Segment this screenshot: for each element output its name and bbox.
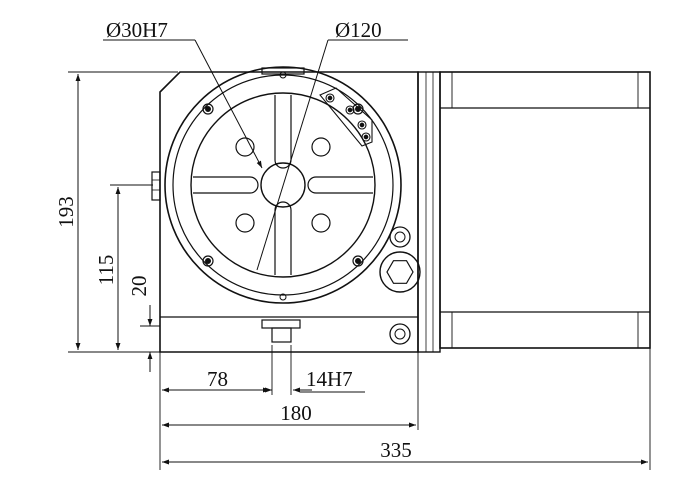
leader-lines — [103, 39, 408, 393]
center-height-label: 115 — [94, 255, 118, 286]
mount-hole — [311, 213, 331, 233]
overall-length-label: 335 — [380, 438, 412, 462]
key-offset-label: 78 — [207, 367, 228, 391]
faceplate-diameter-label: Ø120 — [335, 18, 382, 42]
bore-diameter-label: Ø30H7 — [106, 18, 168, 42]
mount-hole — [311, 137, 331, 157]
t-slot-bottom — [274, 201, 292, 275]
ring-bolts — [202, 103, 364, 267]
center-bore — [260, 162, 306, 208]
base-offset-label: 20 — [127, 276, 151, 297]
body-width-label: 180 — [280, 401, 312, 425]
side-fittings — [379, 226, 421, 345]
dimension-lines — [75, 74, 648, 465]
housing — [151, 67, 419, 353]
t-slot-top — [274, 95, 292, 169]
mount-hole — [235, 137, 255, 157]
scale-bracket — [319, 87, 373, 147]
extension-lines — [68, 71, 651, 470]
mount-hole — [235, 213, 255, 233]
t-slot-right — [307, 176, 373, 194]
faceplate — [164, 66, 402, 304]
base-key — [261, 319, 301, 343]
key-width-label: 14H7 — [306, 367, 353, 391]
overall-height-label: 193 — [54, 196, 78, 228]
motor-housing — [417, 71, 651, 353]
t-slot-left — [193, 176, 259, 194]
